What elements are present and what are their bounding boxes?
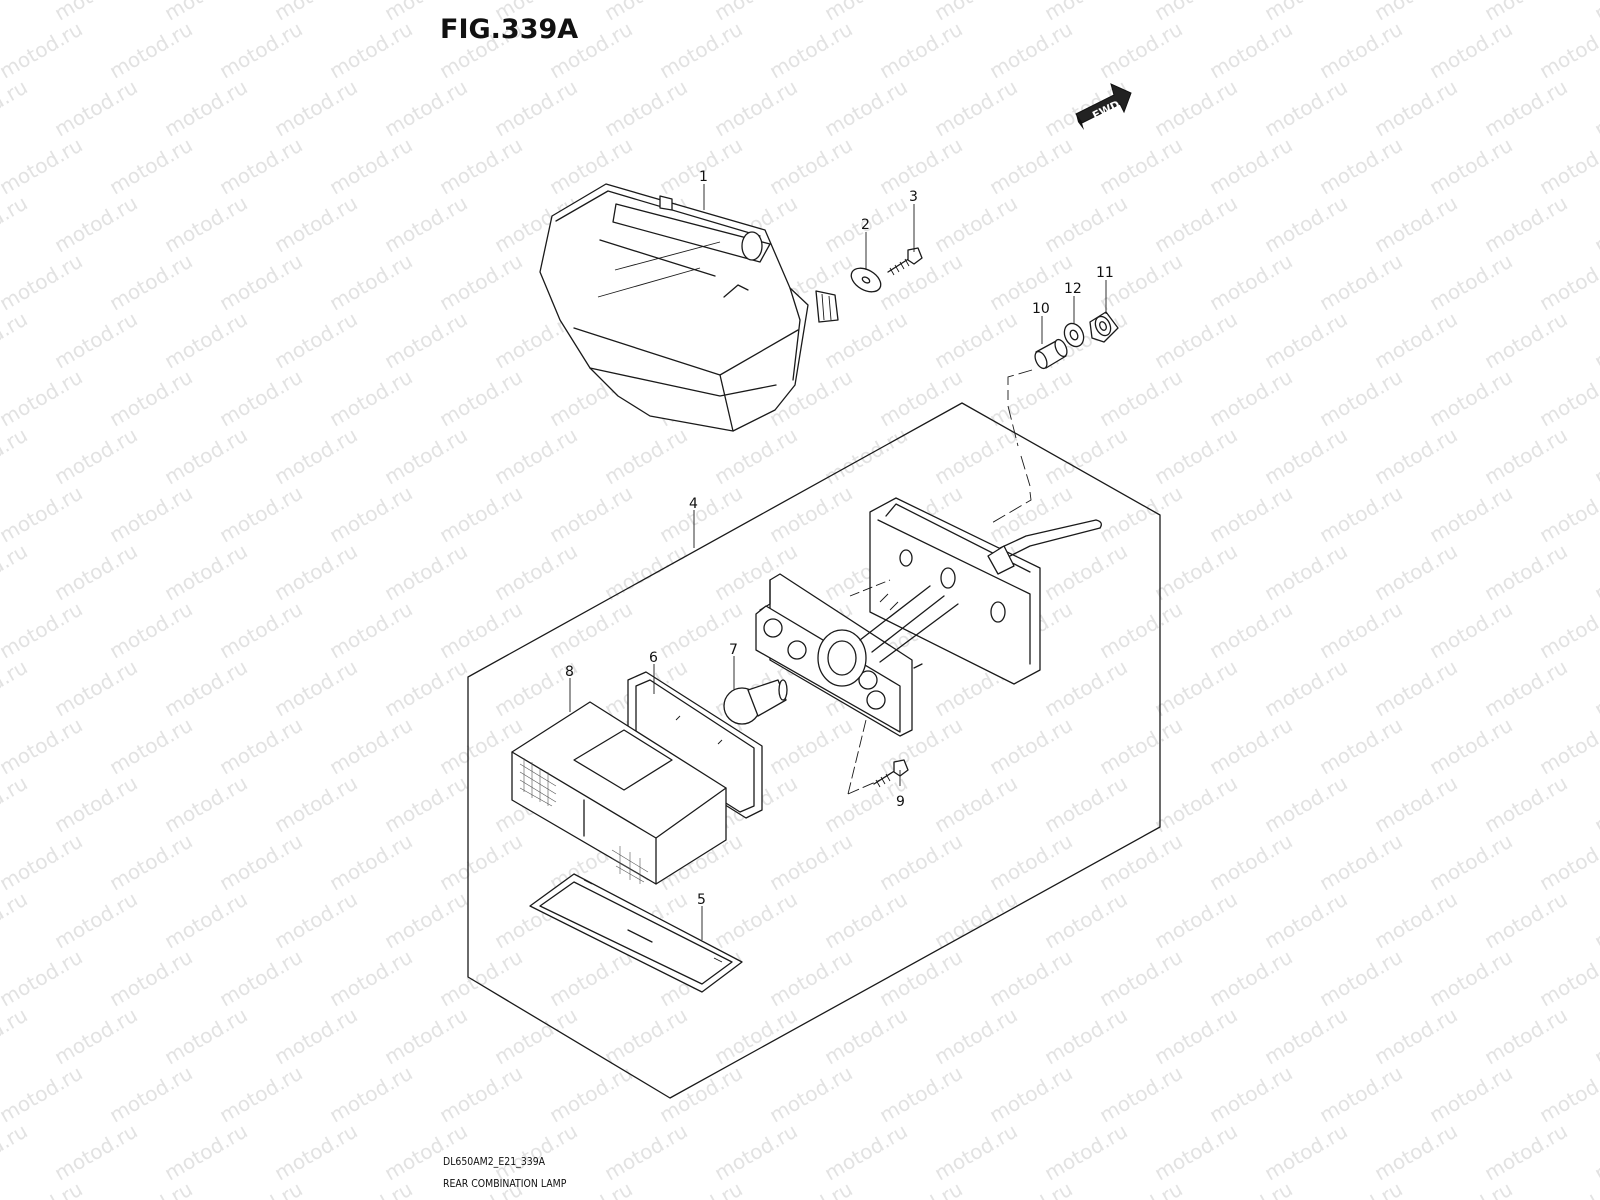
leader-lines: [569, 184, 1107, 940]
figure-caption: REAR COMBINATION LAMP: [443, 1177, 567, 1190]
figure-footer: DL650AM2_E21_339A REAR COMBINATION LAMP: [443, 1151, 588, 1195]
callout-3: 3: [909, 189, 918, 205]
callout-4: 4: [689, 496, 698, 512]
part-8-lens: [511, 701, 727, 885]
callout-labels: 1 2 3 4 5 6 7 8 9 10 11 12: [565, 169, 1114, 908]
part-7-bulb: [723, 679, 788, 725]
model-code: DL650AM2_E21_339A: [443, 1155, 546, 1168]
part-10-collar: [1034, 338, 1068, 370]
callout-2: 2: [861, 217, 870, 233]
part-1-tail-lamp-housing: [539, 183, 839, 432]
mounting-stud-lead-line: [989, 369, 1033, 525]
callout-9: 9: [896, 794, 905, 810]
part-2-washer: [850, 267, 882, 293]
part-11-nut: [1089, 311, 1119, 343]
lamp-socket-assembly: [755, 573, 959, 737]
part-9-screw: [847, 719, 909, 795]
part-5-license-lens: [529, 873, 743, 993]
part-12-washer: [1063, 322, 1085, 348]
callout-1: 1: [699, 169, 708, 185]
fwd-arrow-icon: FWD: [1075, 83, 1132, 130]
part-3-screw: [887, 247, 923, 276]
part-4-assembly-group-frame: [467, 402, 1161, 1099]
figure-title: FIG.339A: [440, 14, 579, 45]
callout-10: 10: [1032, 301, 1050, 317]
callout-7: 7: [729, 642, 738, 658]
callout-8: 8: [565, 664, 574, 680]
callout-6: 6: [649, 650, 658, 666]
callout-5: 5: [697, 892, 706, 908]
callout-11: 11: [1096, 265, 1114, 281]
lamp-base-plate: [869, 497, 1102, 685]
callout-12: 12: [1064, 281, 1082, 297]
